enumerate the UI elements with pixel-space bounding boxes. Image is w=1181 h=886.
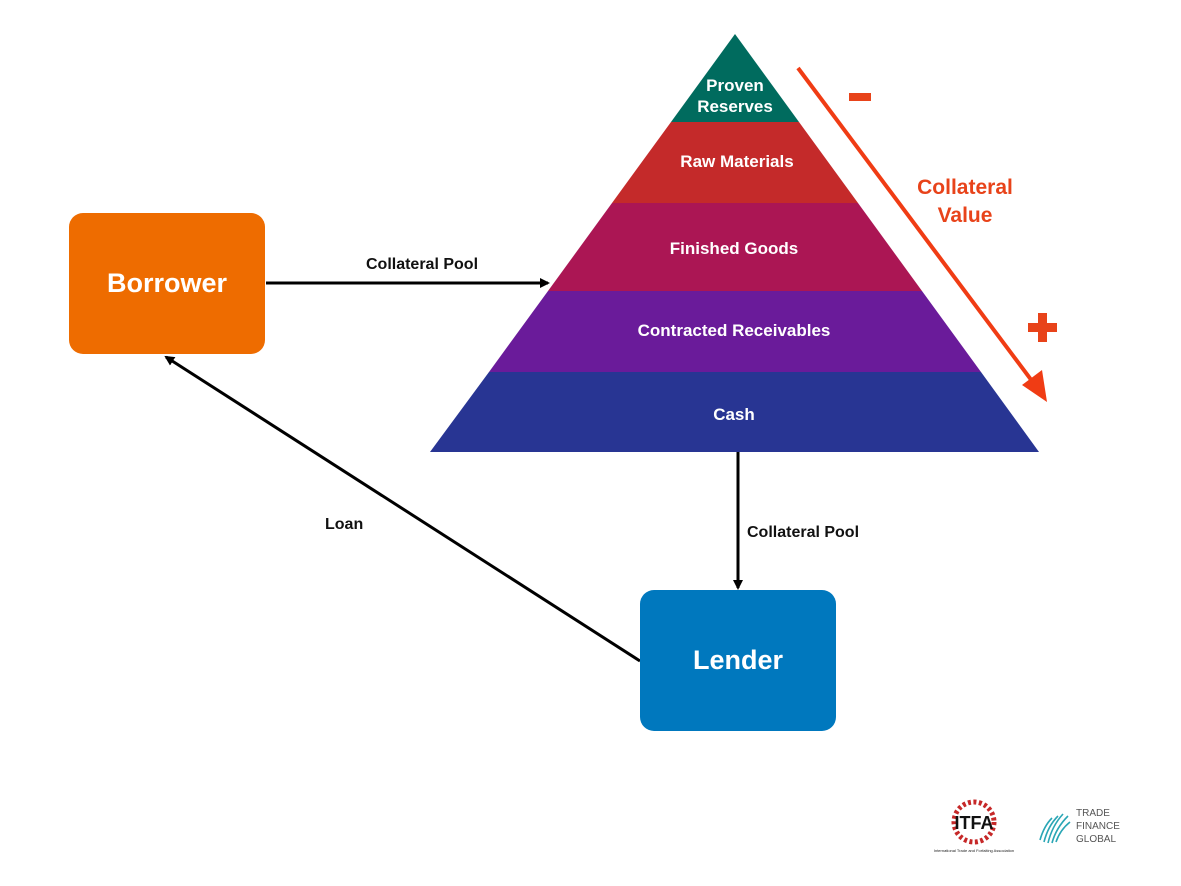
tier-label-proven: Proven xyxy=(706,76,764,95)
collateral-pyramid: Proven Reserves Raw Materials Finished G… xyxy=(430,34,1039,452)
itfa-logo: ITFA International Trade and Forfaiting … xyxy=(934,799,1014,853)
collateral-value-label-line2: Value xyxy=(938,204,993,227)
tfg-logo-line2: FINANCE xyxy=(1076,821,1120,832)
edge-label-collateral-pool-top: Collateral Pool xyxy=(366,256,478,273)
lender-node: Lender xyxy=(640,590,836,731)
edge-lender-to-borrower xyxy=(164,355,641,663)
collateral-value-arrow xyxy=(796,66,1037,387)
pyramid-tier-proven-reserves xyxy=(671,34,799,122)
borrower-node: Borrower xyxy=(69,213,265,354)
itfa-logo-caption: International Trade and Forfaiting Assoc… xyxy=(934,848,1014,853)
pyramid-tier-finished-goods xyxy=(548,203,922,291)
edge-label-collateral-pool-bottom: Collateral Pool xyxy=(747,524,859,541)
pyramid-tier-contracted-receivables xyxy=(489,291,981,372)
pyramid-tier-cash xyxy=(430,372,1039,452)
plus-sign-icon-vertical xyxy=(1038,313,1047,342)
tfg-wave-icon xyxy=(1039,813,1071,844)
tier-label-cash: Cash xyxy=(713,405,755,424)
flow-edges: Collateral Pool Collateral Pool Loan xyxy=(164,256,859,663)
tier-label-finished-goods: Finished Goods xyxy=(670,239,798,258)
partner-logos: ITFA International Trade and Forfaiting … xyxy=(934,799,1120,853)
collateral-value-label-line1: Collateral xyxy=(917,176,1013,199)
collateral-value-arrowhead xyxy=(1022,370,1047,402)
trade-finance-global-logo: TRADE FINANCE GLOBAL xyxy=(1039,808,1120,845)
itfa-logo-text: ITFA xyxy=(955,813,994,833)
tfg-logo-line1: TRADE xyxy=(1076,808,1110,819)
pyramid-tier-raw-materials xyxy=(612,122,858,203)
edge-label-loan: Loan xyxy=(325,516,363,533)
tier-label-reserves: Reserves xyxy=(697,97,773,116)
collateral-value-indicator: Collateral Value xyxy=(796,66,1057,402)
minus-sign-icon xyxy=(849,93,871,101)
tfg-logo-line3: GLOBAL xyxy=(1076,834,1116,845)
tier-label-contracted-receivables: Contracted Receivables xyxy=(638,321,831,340)
tier-label-raw-materials: Raw Materials xyxy=(680,152,793,171)
